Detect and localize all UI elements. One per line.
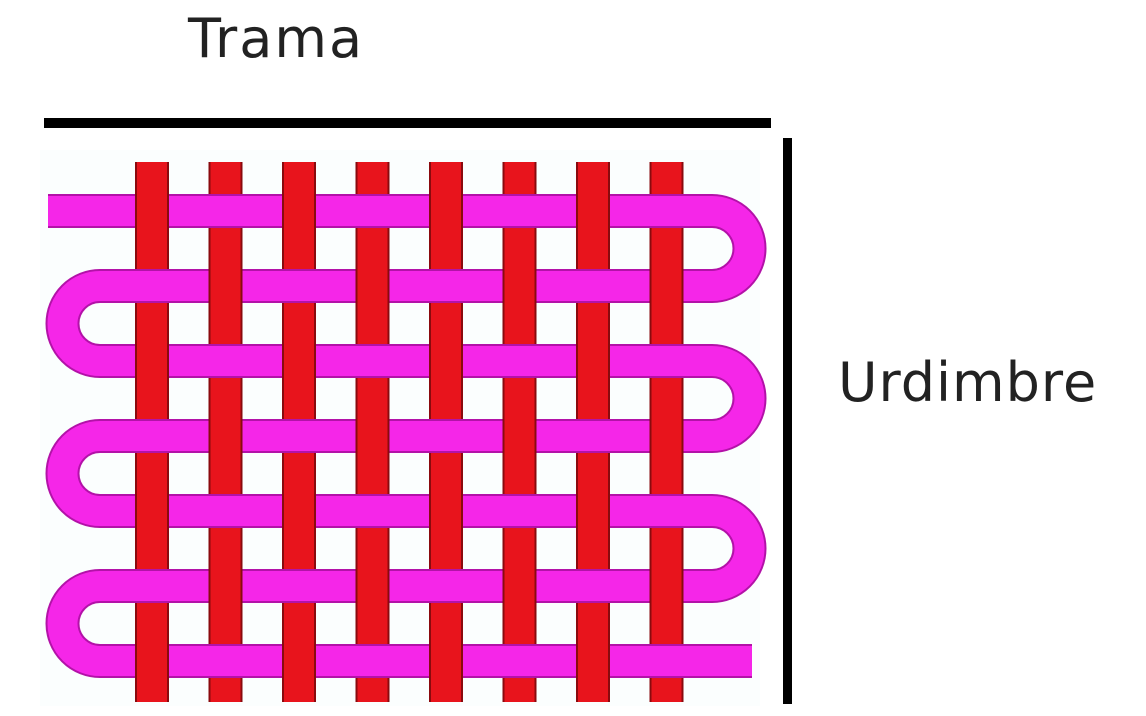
- warp-over-weft: [137, 192, 167, 230]
- warp-over-weft: [578, 642, 608, 680]
- warp-over-weft: [284, 642, 314, 680]
- warp-over-weft: [284, 342, 314, 380]
- warp-over-weft: [505, 267, 535, 305]
- warp-over-weft: [431, 492, 461, 530]
- warp-over-weft: [137, 642, 167, 680]
- warp-over-weft: [284, 492, 314, 530]
- warp-over-weft: [652, 267, 682, 305]
- warp-over-weft: [211, 417, 241, 455]
- warp-over-weft: [137, 342, 167, 380]
- warp-over-weft: [358, 267, 388, 305]
- warp-over-weft: [284, 192, 314, 230]
- warp-over-weft: [505, 417, 535, 455]
- warp-over-weft: [652, 417, 682, 455]
- warp-over-weft: [358, 567, 388, 605]
- warp-over-weft: [211, 567, 241, 605]
- warp-over-weft: [652, 567, 682, 605]
- warp-over-weft: [431, 192, 461, 230]
- weft-thread: [48, 211, 752, 661]
- warp-over-weft: [137, 492, 167, 530]
- weft-threads: [48, 211, 752, 661]
- warp-over-weft: [578, 192, 608, 230]
- warp-over-weft: [431, 642, 461, 680]
- warp-over-weft: [358, 417, 388, 455]
- warp-over-weft: [578, 492, 608, 530]
- warp-over-weft: [578, 342, 608, 380]
- warp-over-weft: [211, 267, 241, 305]
- warp-over-weft: [431, 342, 461, 380]
- warp-over-weft: [505, 567, 535, 605]
